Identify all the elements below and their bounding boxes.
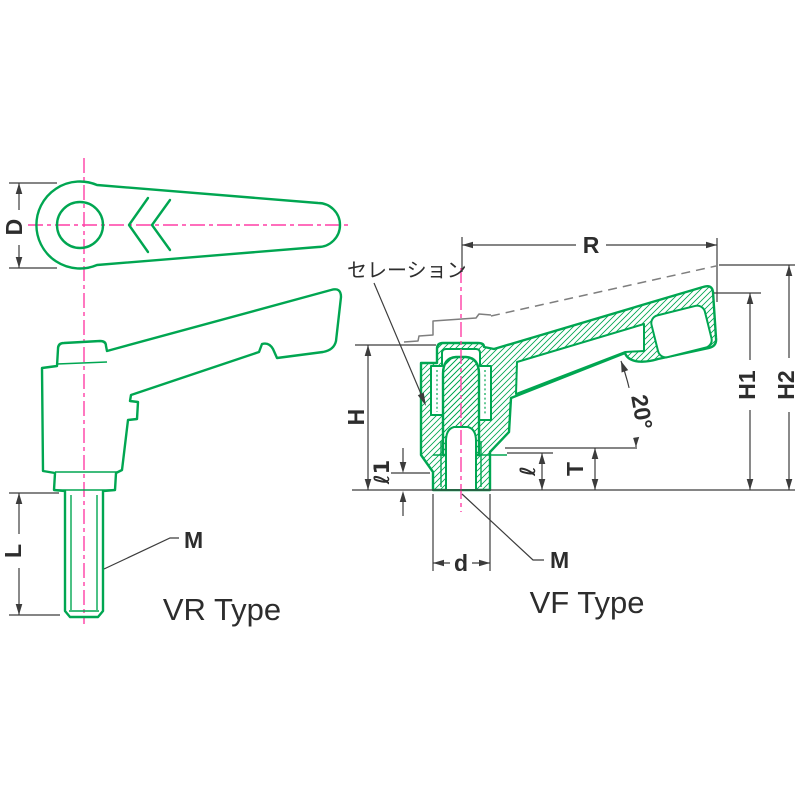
dimension-l1: ℓ1 <box>370 448 430 516</box>
arrow-down <box>591 479 599 490</box>
arrow-down <box>364 479 372 490</box>
dimension-H: H <box>343 344 436 490</box>
vr-caption: VR Type <box>163 592 281 627</box>
leader-line <box>373 282 425 402</box>
label-R: R <box>583 232 600 258</box>
vf-caption: VF Type <box>530 585 645 620</box>
arc-arrow-bottom <box>632 436 640 447</box>
vf-section-view: セレーション R H ℓ1 <box>343 232 799 620</box>
arrow-up <box>15 183 23 194</box>
dimension-D: D <box>1 182 57 269</box>
dimension-L: L <box>0 492 60 616</box>
label-serration: セレーション <box>347 258 467 282</box>
arrow-left <box>433 559 444 567</box>
handle-rib-hollow <box>515 323 645 395</box>
dimension-H2: H2 <box>719 264 799 490</box>
arrow-down <box>538 479 546 490</box>
arrow-down <box>746 479 754 490</box>
label-H1: H1 <box>734 370 760 400</box>
leader-arrow <box>417 392 426 406</box>
label-T: T <box>562 462 588 476</box>
dimension-l: ℓ <box>507 452 553 490</box>
arrow-down <box>15 604 23 615</box>
arrow-up-to-face <box>399 491 407 502</box>
arrow-down-to-shoulder <box>399 462 407 473</box>
label-20deg: 20° <box>626 393 658 432</box>
dimension-d: d <box>432 494 491 576</box>
angle-label-mask <box>623 383 662 439</box>
arrow-up <box>15 493 23 504</box>
lever-top-outline <box>35 180 342 270</box>
raised-position-dashed-line <box>490 265 717 317</box>
arrow-down <box>785 479 793 490</box>
vr-side-view: L M VR Type <box>0 288 343 627</box>
leader-line <box>103 537 179 570</box>
arrow-up <box>364 345 372 356</box>
arrow-right <box>706 241 717 249</box>
vr-top-view: D <box>1 158 352 624</box>
arrow-right <box>479 559 490 567</box>
handle-end-hole <box>650 304 713 359</box>
arrow-up <box>538 453 546 464</box>
arc-arrow-top <box>621 361 629 373</box>
label-L: L <box>0 544 26 558</box>
tab-base-line <box>56 361 108 365</box>
angle-annotation: 20° <box>620 360 662 448</box>
label-D: D <box>1 219 27 236</box>
vr-thread-callout: M <box>103 527 203 570</box>
label-l: ℓ <box>516 466 540 477</box>
leader-line <box>461 493 544 561</box>
label-M: M <box>550 547 569 573</box>
dimension-T: T <box>505 447 637 490</box>
bore-hole <box>55 200 105 250</box>
arrow-up <box>746 293 754 304</box>
serration-callout: セレーション <box>347 258 467 406</box>
dimension-R: R <box>461 232 718 302</box>
label-l1: ℓ1 <box>370 460 394 486</box>
arrow-up <box>785 265 793 276</box>
vf-thread-callout: M <box>461 493 569 573</box>
chevron-marks <box>127 196 172 254</box>
lever-side-outline <box>40 288 343 619</box>
label-M: M <box>184 527 203 553</box>
dimension-H1: H1 <box>714 292 761 490</box>
label-H: H <box>343 409 369 426</box>
arrow-left <box>462 241 473 249</box>
label-d: d <box>454 550 468 576</box>
arrow-up <box>591 448 599 459</box>
phantom-raised-outline <box>403 313 492 343</box>
label-H2: H2 <box>773 370 799 399</box>
arrow-down <box>15 257 23 268</box>
